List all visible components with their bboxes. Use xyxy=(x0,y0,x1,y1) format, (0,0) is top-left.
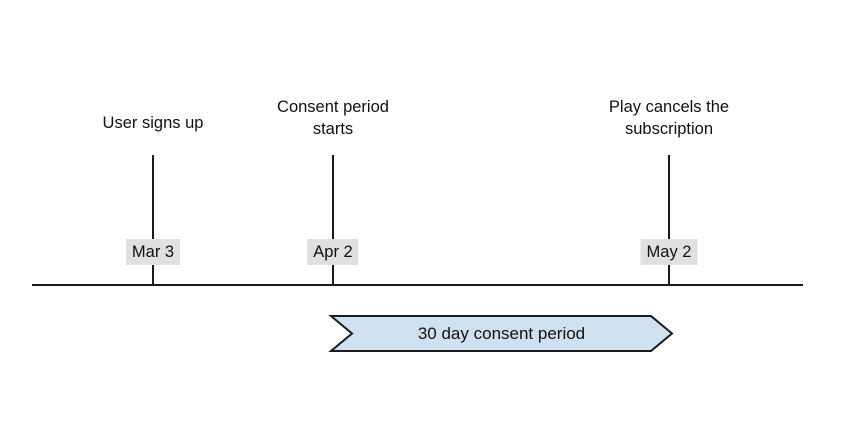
event-label: Consent period starts xyxy=(277,96,389,140)
event-date-chip: Apr 2 xyxy=(307,239,359,265)
event-tick-line xyxy=(152,155,154,286)
event-label: Play cancels the subscription xyxy=(609,96,729,140)
event-label: User signs up xyxy=(103,112,204,134)
event-tick-line xyxy=(332,155,334,286)
consent-period-banner: 30 day consent period xyxy=(328,315,674,352)
event-label-line2: starts xyxy=(312,120,354,138)
banner-chevron-shape xyxy=(328,315,674,352)
event-label-line1: Play cancels the xyxy=(608,98,730,116)
event-label-line1: Consent period xyxy=(277,98,389,116)
event-label-line1: User signs up xyxy=(102,114,204,132)
event-date-chip: Mar 3 xyxy=(125,239,181,265)
event-date-chip: May 2 xyxy=(640,239,698,265)
event-tick-line xyxy=(668,155,670,286)
event-label-line2: subscription xyxy=(624,120,714,138)
timeline-axis xyxy=(32,284,803,286)
